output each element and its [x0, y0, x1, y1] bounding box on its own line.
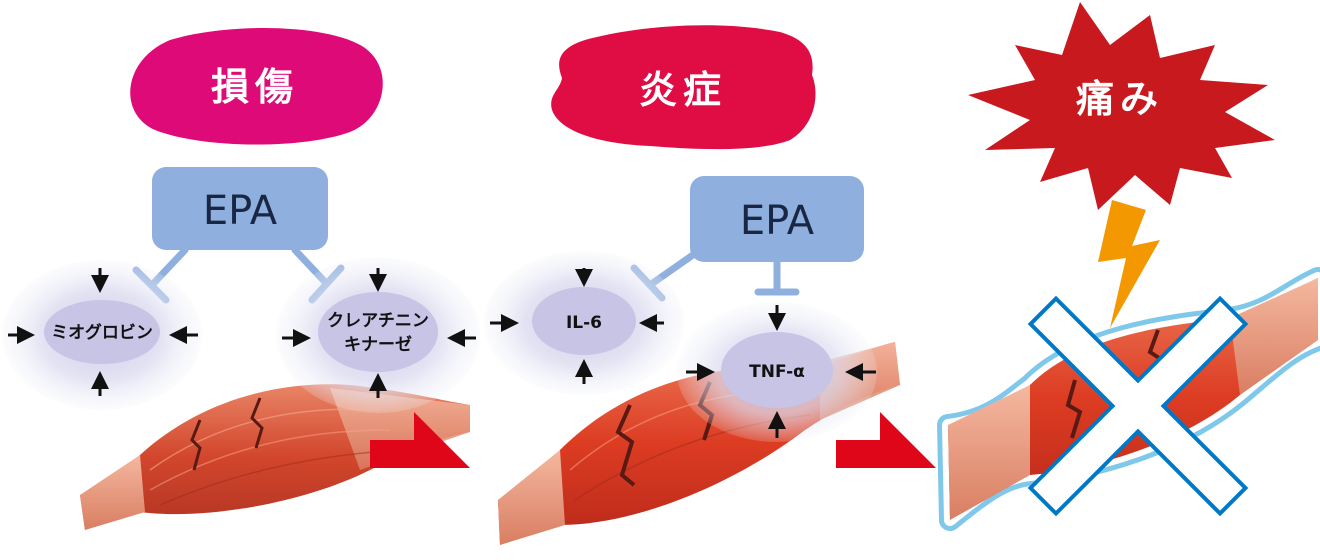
il6-label: IL-6: [566, 313, 602, 333]
il6-arrows: [490, 268, 664, 384]
epa-label-left: EPA: [203, 188, 278, 234]
damage-title: 損傷: [211, 65, 299, 109]
inflammation-title-blob: [551, 25, 816, 150]
tnf-arrows: [686, 305, 876, 438]
pain-panel: 痛み: [937, 2, 1320, 531]
myoglobin-ellipse: [44, 300, 160, 364]
damage-title-blob: [130, 28, 383, 145]
epa-label-middle: EPA: [740, 198, 815, 244]
flow-arrow-1: [370, 412, 470, 468]
inflammation-title: 炎症: [639, 68, 727, 112]
no-pain-cross-icon: [1027, 295, 1249, 517]
myoglobin-label: ミオグロビン: [51, 322, 153, 343]
creatine-kinase-arrows: [282, 268, 476, 398]
epa-box-middle: [690, 176, 864, 262]
inflammation-panel: 炎症 EPA IL-6 TNF-α: [484, 25, 936, 545]
pain-title: 痛み: [1076, 77, 1164, 121]
tear-mark: [1065, 379, 1083, 439]
pain-title-star: [968, 2, 1275, 210]
tnf-label: TNF-α: [749, 362, 805, 382]
tear-mark: [190, 419, 202, 471]
tnf-ellipse: [721, 332, 833, 408]
creatine-kinase-label-2: キナーゼ: [344, 334, 412, 355]
lightning-icon: [1098, 200, 1160, 328]
flow-arrow-2: [836, 412, 936, 468]
myoglobin-arrows: [8, 268, 198, 396]
creatine-kinase-ellipse: [318, 292, 438, 372]
creatine-kinase-label-1: クレアチニン: [327, 311, 429, 331]
tear-mark: [250, 397, 264, 449]
il6-ellipse: [532, 287, 636, 355]
damaged-muscle: [80, 384, 470, 530]
damage-panel: 損傷 EPA ミオグロビン クレアチニン キナーゼ: [2, 28, 480, 530]
tear-mark: [615, 404, 636, 487]
epa-box-left: [152, 167, 328, 250]
